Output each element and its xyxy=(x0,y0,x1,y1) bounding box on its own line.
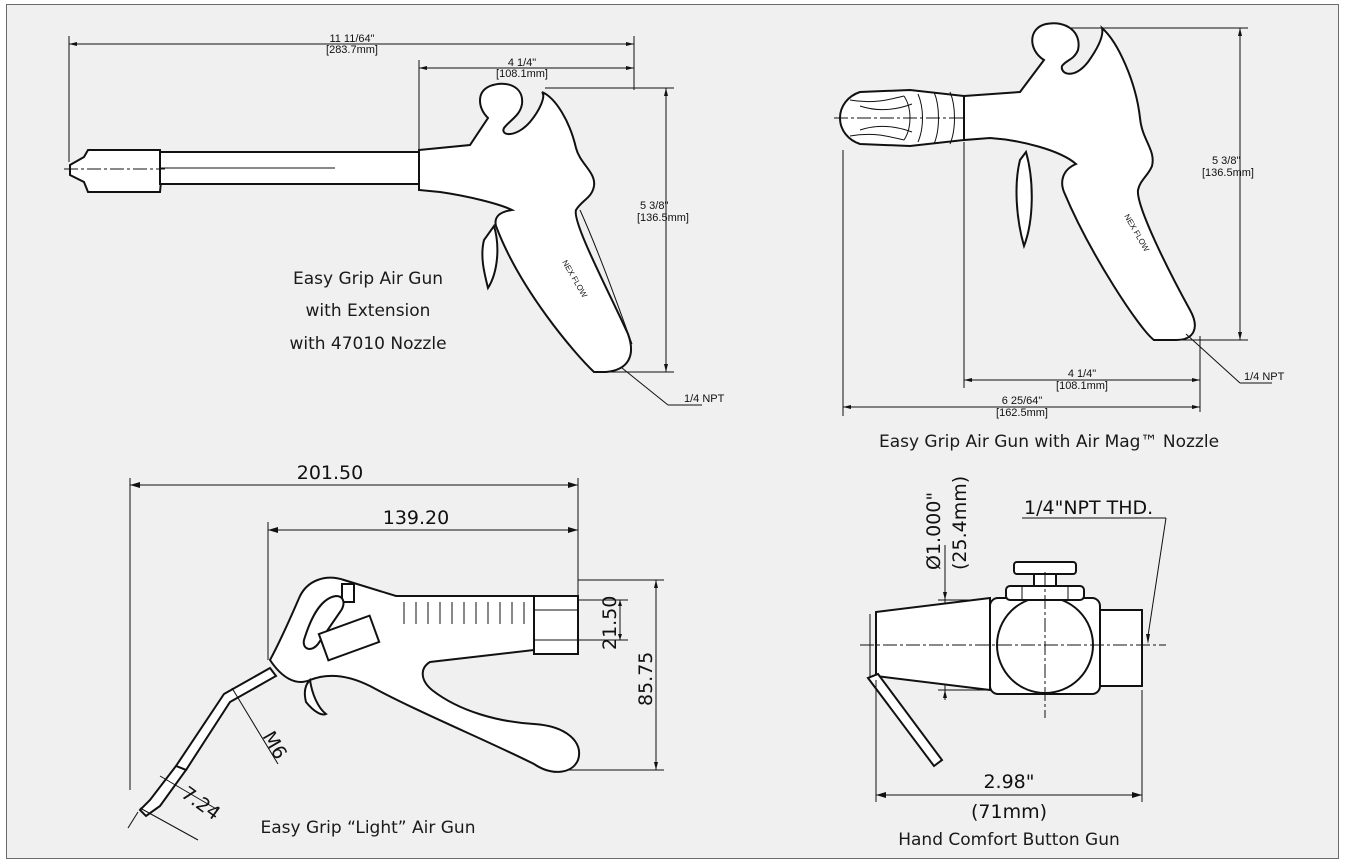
airmag-height-mm: [136.5mm] xyxy=(1202,167,1254,179)
airmag-overall-length-mm: [162.5mm] xyxy=(996,407,1048,419)
ext-handle-length: 4 1/4" xyxy=(508,57,536,69)
ext-thread: 1/4 NPT xyxy=(684,393,725,405)
ext-caption-1: Easy Grip Air Gun xyxy=(293,269,443,289)
ext-overall-length: 11 11/64" xyxy=(329,33,374,45)
light-caption: Easy Grip “Light” Air Gun xyxy=(261,818,476,838)
ext-height: 5 3/8" xyxy=(640,200,668,212)
light-thread: M6 xyxy=(258,728,291,764)
ext-height-mm: [136.5mm] xyxy=(637,212,689,224)
button-diameter-mm: (25.4mm) xyxy=(949,476,971,570)
airmag-caption: Easy Grip Air Gun with Air Mag™ Nozzle xyxy=(879,432,1219,452)
airmag-overall-length: 6 25/64" xyxy=(1002,395,1043,407)
ext-handle-length-mm: [108.1mm] xyxy=(496,68,548,80)
button-thread: 1/4"NPT THD. xyxy=(1024,497,1153,519)
ext-caption-2: with Extension xyxy=(306,301,431,321)
light-gun-drawing: 201.50 139.20 21.50 85.75 xyxy=(127,462,664,841)
button-caption: Hand Comfort Button Gun xyxy=(898,830,1120,850)
light-inlet-height: 21.50 xyxy=(599,596,621,650)
light-nozzle-dia: 7.24 xyxy=(177,782,224,825)
ext-overall-length-mm: [283.7mm] xyxy=(326,44,378,56)
button-diameter: Ø1.000" xyxy=(923,492,945,570)
button-gun-drawing: Ø1.000" (25.4mm) 1/4"NPT THD. xyxy=(860,476,1167,850)
button-length-mm: (71mm) xyxy=(971,801,1047,823)
ext-caption-3: with 47010 Nozzle xyxy=(289,334,446,354)
airmag-thread: 1/4 NPT xyxy=(1244,371,1285,383)
airmag-height: 5 3/8" xyxy=(1212,155,1240,167)
light-body-length: 139.20 xyxy=(383,507,449,529)
airmag-handle-length: 4 1/4" xyxy=(1068,368,1096,380)
button-length: 2.98" xyxy=(983,771,1034,793)
airmag-gun-drawing: 5 3/8" [136.5mm] 4 1/4" [108.1mm] 6 25/6… xyxy=(834,22,1285,452)
light-overall-length: 201.50 xyxy=(297,462,363,484)
extension-gun-drawing: 11 11/64" [283.7mm] 4 1/4" [108.1mm] 5 3… xyxy=(64,33,725,406)
airmag-handle-length-mm: [108.1mm] xyxy=(1056,380,1108,392)
light-height: 85.75 xyxy=(635,652,657,706)
